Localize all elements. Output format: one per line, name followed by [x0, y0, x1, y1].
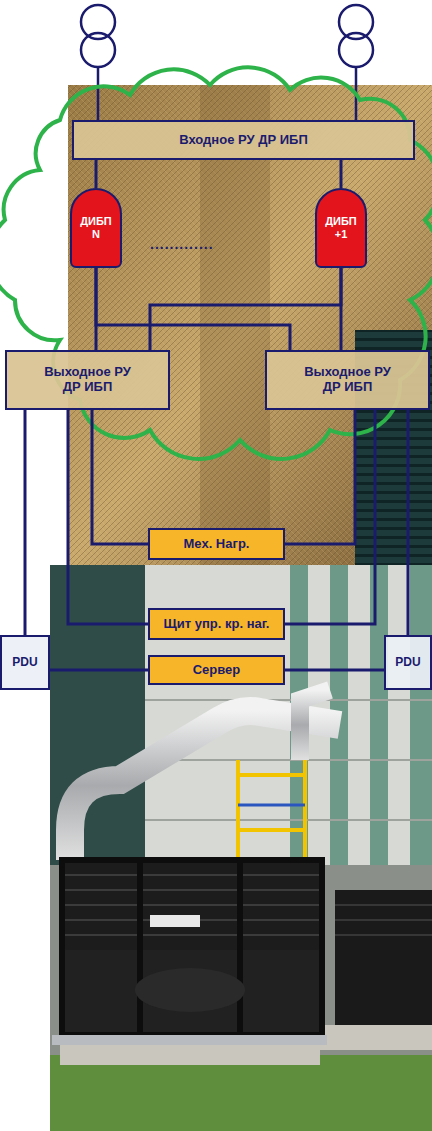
power-line [95, 160, 98, 188]
box-text: Выходное РУ ДР ИБП [295, 365, 400, 395]
power-line [340, 160, 343, 188]
load-box: Мех. Нагр. [148, 528, 285, 560]
output-switchgear: Выходное РУ ДР ИБП [5, 350, 170, 410]
pdu-box: PDU [0, 635, 50, 690]
output-switchgear: Выходное РУ ДР ИБП [265, 350, 430, 410]
pdu-box: PDU [384, 635, 432, 690]
power-line [150, 268, 341, 350]
box-text: Мех. Нагр. [184, 537, 250, 552]
power-line [340, 268, 343, 350]
box-text: Щит упр. кр. наг. [164, 617, 270, 632]
power-line [96, 268, 290, 350]
load-box: Сервер [148, 655, 285, 685]
power-line [68, 410, 148, 624]
load-box: Щит упр. кр. наг. [148, 608, 285, 640]
power-line [285, 410, 375, 624]
power-line [285, 670, 384, 671]
power-line [408, 410, 409, 635]
box-text: Входное РУ ДР ИБП [179, 133, 308, 148]
power-line [50, 670, 148, 671]
power-line [341, 268, 342, 350]
box-text: ДИБП +1 [324, 215, 358, 240]
power-line [68, 410, 148, 624]
power-line [285, 410, 355, 544]
power-line [92, 410, 148, 544]
power-line [96, 268, 290, 350]
cloud-outline [0, 67, 432, 459]
power-line [285, 669, 384, 672]
power-line [92, 410, 148, 544]
power-line [150, 268, 341, 350]
input-switchgear: Входное РУ ДР ИБП [72, 120, 415, 160]
box-text: Сервер [193, 663, 241, 678]
box-text: Выходное РУ ДР ИБП [35, 365, 140, 395]
box-text: PDU [395, 656, 420, 670]
transformer-symbol [81, 5, 373, 120]
mesh-photo [68, 85, 432, 565]
box-text: ДИБП N [79, 215, 113, 240]
drups-unit: ДИБП N [70, 188, 122, 268]
power-line [25, 410, 26, 635]
box-text: PDU [12, 656, 37, 670]
power-line [285, 410, 375, 624]
power-line [24, 410, 27, 635]
power-line [50, 669, 148, 672]
power-line [96, 160, 97, 188]
ellipsis-label: ............. [150, 236, 214, 252]
power-line [285, 410, 355, 544]
power-line [407, 410, 410, 635]
power-line [341, 160, 342, 188]
drups-photo [50, 565, 432, 1131]
drups-unit: ДИБП +1 [315, 188, 367, 268]
